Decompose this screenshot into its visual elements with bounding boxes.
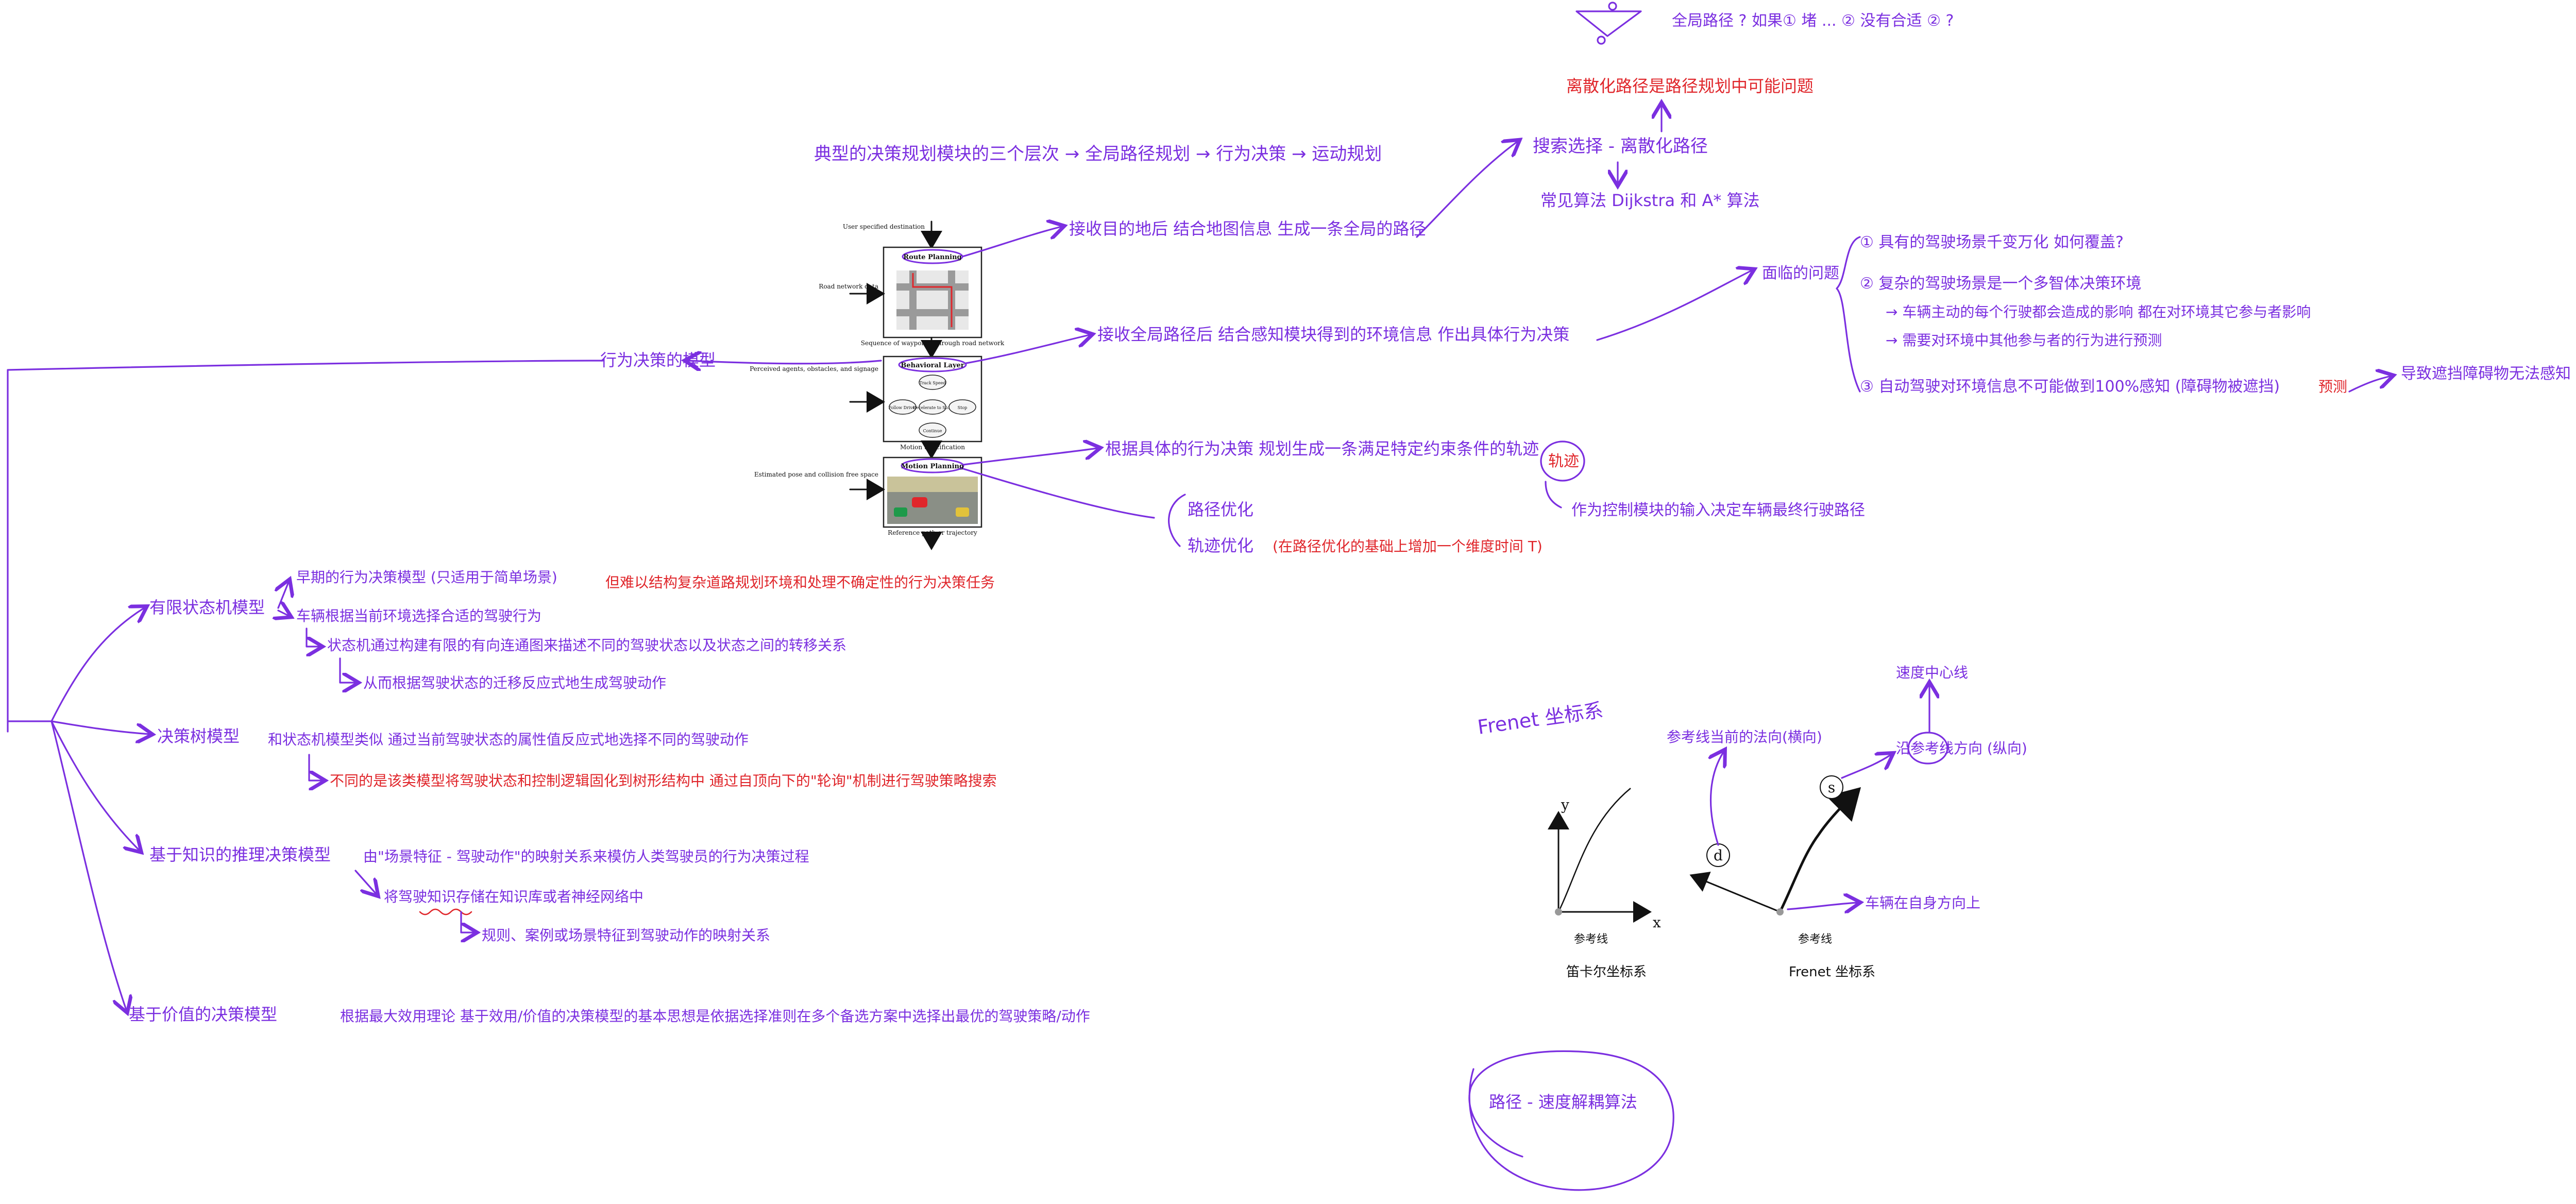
problems-arrow <box>1596 270 1752 341</box>
motion-note-purple: 根据具体的行为决策 规划生成一条满足特定约束条件的轨迹 <box>1105 439 1539 459</box>
trajectory-circle <box>1540 440 1585 482</box>
bottom-circle-note: 路径 - 速度解耦算法 <box>1489 1092 1637 1112</box>
problem-2b: → 需要对环境中其他参与者的行为进行预测 <box>1886 332 2162 349</box>
problem-3-red: 预测 <box>2318 378 2347 395</box>
root-label: 行为决策的模型 <box>600 350 716 370</box>
route-arrow <box>961 227 1061 258</box>
bottom-circle <box>1468 1050 1674 1191</box>
tree-title: 决策树模型 <box>157 726 240 746</box>
problem-3: ③ 自动驾驶对环境信息不可能做到100%感知 (障碍物被遮挡) <box>1860 378 2280 396</box>
normal-arrow <box>1711 752 1723 846</box>
problem-1: ① 具有的驾驶场景千变万化 如何覆盖? <box>1860 233 2124 251</box>
traj-opt: 轨迹优化 <box>1188 536 1253 555</box>
knowledge-a: 由"场景特征 - 驾驶动作"的映射关系来模仿人类驾驶员的行为决策过程 <box>363 848 809 865</box>
planning-stack-figure: User specified destination Route Plannin… <box>750 221 1005 550</box>
fsm-b: 车辆根据当前环境选择合适的驾驶行为 <box>296 607 541 624</box>
s-arrow <box>1841 755 1891 779</box>
motion-note-red: 作为控制模块的输入决定车辆最终行驶路径 <box>1571 501 1865 519</box>
frenet-s-note: 沿参考线方向 (纵向) <box>1896 740 2027 757</box>
tree-b: 不同的是该类模型将驾驶状态和控制逻辑固化到树形结构中 通过自顶向下的"轮询"机制… <box>330 772 997 789</box>
discrete-path-note: 离散化路径是路径规划中可能问题 <box>1566 76 1814 96</box>
knowledge-b: 将驾驶知识存储在知识库或者神经网络中 <box>384 888 643 905</box>
s-note-circle <box>1907 732 1948 765</box>
ref-line-left: 参考线 <box>1574 933 1608 946</box>
frenet-normal-note: 参考线当前的法向(横向) <box>1667 728 1822 745</box>
frenet-s-label: s <box>1828 779 1835 796</box>
ref-line-right: 参考线 <box>1798 933 1832 946</box>
motion-planning-label: Motion Planning <box>901 463 964 470</box>
fsm-bubbles: Track Speed Follow Driver Decelerate to … <box>888 375 976 438</box>
frenet-figure: d s 参考线 Frenet 坐标系 <box>1689 775 1875 980</box>
to-search-arrow <box>1416 142 1517 238</box>
road-network-label: Road network data <box>819 283 878 290</box>
cart-y-label: y <box>1561 796 1569 813</box>
pipeline-title: 典型的决策规划模块的三个层次 → 全局路径规划 → 行为决策 → 运动规划 <box>814 144 1382 164</box>
motion-curl <box>1545 481 1562 508</box>
waypoints-label: Sequence of waypoints through road netwo… <box>861 340 1005 347</box>
perceived-label: Perceived agents, obstacles, and signage <box>750 365 878 372</box>
fsm-title: 有限状态机模型 <box>149 598 265 617</box>
motion-note-circled: 轨迹 <box>1548 452 1579 470</box>
motion-spec-label: Motion Specification <box>900 444 965 451</box>
branch-fsm <box>50 608 144 722</box>
reference-label: Reference path or trajectory <box>888 529 977 536</box>
cartesian-figure: y x 参考线 笛卡尔坐标系 <box>1548 788 1661 980</box>
estimated-label: Estimated pose and collision free space <box>754 471 878 478</box>
triangle-sketch <box>1575 2 1642 45</box>
tree-a: 和状态机模型类似 通过当前驾驶状态的属性值反应式地选择不同的驾驶动作 <box>268 731 749 748</box>
frenet-d-label: d <box>1714 847 1723 864</box>
frenet-caption: Frenet 坐标系 <box>1789 964 1875 980</box>
top-question: 全局路径 ? 如果① 堵 ... ② 没有合适 ② ? <box>1672 12 1954 30</box>
svg-text:Track Speed: Track Speed <box>920 381 946 385</box>
squiggle-underline <box>419 908 472 915</box>
fsm-a-red: 但难以结构复杂道路规划环境和处理不确定性的行为决策任务 <box>605 574 995 591</box>
cartesian-caption: 笛卡尔坐标系 <box>1566 964 1647 980</box>
behavior-to-root <box>688 361 882 364</box>
knowledge-c: 规则、案例或场景特征到驾驶动作的映射关系 <box>482 927 770 944</box>
svg-text:Continue: Continue <box>923 429 942 433</box>
problems-heading: 面临的问题 <box>1762 264 1839 282</box>
stack-top-input: User specified destination <box>843 223 925 230</box>
problem-2a: → 车辆主动的每个行驶都会造成的影响 都在对环境其它参与者影响 <box>1886 303 2311 320</box>
traj-opt-red: (在路径优化的基础上增加一个维度时间 T) <box>1273 538 1543 555</box>
dijkstra-note: 常见算法 Dijkstra 和 A* 算法 <box>1540 191 1760 210</box>
fsm-a: 早期的行为决策模型 (只适用于简单场景) <box>296 569 557 586</box>
fsm-d: 从而根据驾驶状态的迁移反应式地生成驾驶动作 <box>363 674 666 691</box>
branch-knowledge <box>50 720 139 850</box>
svg-text:Stop: Stop <box>958 405 968 410</box>
problem-2: ② 复杂的驾驶场景是一个多智体决策环境 <box>1860 275 2141 293</box>
path-opt: 路径优化 <box>1188 500 1253 519</box>
knowledge-title: 基于知识的推理决策模型 <box>149 845 331 864</box>
route-note: 接收目的地后 结合地图信息 生成一条全局的路径 <box>1069 219 1426 239</box>
cart-x-label: x <box>1653 914 1661 931</box>
root-line <box>7 360 604 733</box>
problem-3-arrow <box>2348 376 2391 393</box>
branch-tree <box>50 720 149 734</box>
branch-value <box>50 720 126 1010</box>
problems-brace <box>1836 236 1861 393</box>
behavior-arrow <box>965 335 1090 364</box>
behavior-note: 接收全局路径后 结合感知模块得到的环境信息 作出具体行为决策 <box>1097 325 1569 344</box>
frenet-title: Frenet 坐标系 <box>1476 699 1604 739</box>
svg-text:Follow Driver: Follow Driver <box>888 405 917 410</box>
problem-3-tail: 导致遮挡障碍物无法感知 <box>2401 365 2571 383</box>
fsm-c: 状态机通过构建有限的有向连通图来描述不同的驾驶状态以及状态之间的转移关系 <box>327 637 846 654</box>
behavioral-layer-label: Behavioral Layer <box>901 362 964 369</box>
value-title: 基于价值的决策模型 <box>129 1005 277 1024</box>
value-a: 根据最大效用理论 基于效用/价值的决策模型的基本思想是依据选择准则在多个备选方案… <box>340 1008 1090 1025</box>
svg-text:Decelerate to Stop: Decelerate to Stop <box>913 405 952 410</box>
road-grid <box>896 270 969 330</box>
opt-brace <box>1168 494 1186 547</box>
frenet-origin-note: 车辆在自身方向上 <box>1865 894 1980 911</box>
motion-arrow <box>962 448 1097 466</box>
frenet-tangent-note: 速度中心线 <box>1896 664 1968 681</box>
route-planning-label: Route Planning <box>903 253 961 261</box>
origin-arrow <box>1787 903 1857 909</box>
search-select-note: 搜索选择 - 离散化路径 <box>1533 136 1708 157</box>
to-opt-arrow <box>962 468 1155 519</box>
